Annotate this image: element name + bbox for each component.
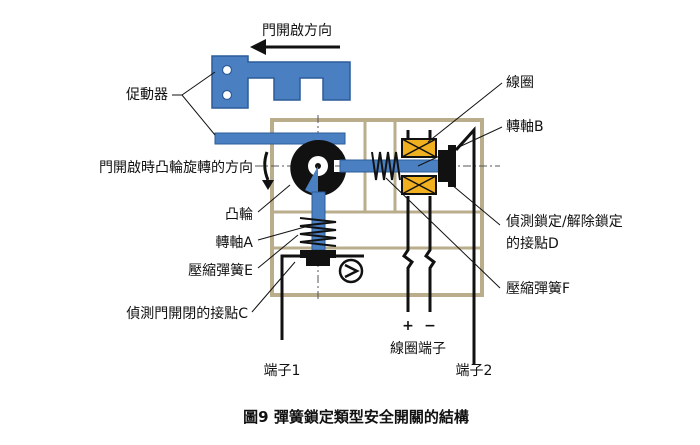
label-terminal2: 端子2 [456, 363, 493, 379]
label-terminal1: 端子1 [264, 363, 301, 379]
label-cam: 凸輪 [225, 206, 253, 223]
label-coil: 線圈 [506, 75, 534, 91]
switch-housing [270, 118, 484, 297]
cam [290, 139, 346, 196]
label-minus: − [424, 318, 436, 334]
door-direction-arrow [250, 39, 340, 55]
label-contact-c: 偵測門開閉的接點C [126, 305, 248, 322]
coil [401, 138, 437, 195]
label-spring-f: 壓縮彈簧F [506, 281, 570, 297]
actuator [211, 55, 351, 109]
label-actuator: 促動器 [126, 87, 168, 103]
actuator-bar [214, 132, 346, 145]
label-shaft-a: 轉軸A [215, 235, 253, 251]
rotation-symbol [338, 258, 364, 284]
label-plus: + [402, 318, 414, 334]
label-spring-e: 壓縮彈簧E [188, 263, 253, 279]
figure-caption: 圖9 彈簧鎖定類型安全開關的結構 [243, 408, 469, 426]
spring-e [299, 217, 337, 247]
contact-d [438, 145, 456, 187]
label-coil-terminal: 線圈端子 [390, 341, 446, 357]
label-shaft-b: 轉軸B [506, 119, 544, 135]
cam-rotation-arrow [263, 151, 270, 181]
label-cam-rotation: 門開啟時凸輪旋轉的方向 [99, 159, 253, 176]
label-contact-d-line1: 偵測鎖定/解除鎖定 [506, 214, 623, 230]
contact-c [300, 250, 336, 266]
label-contact-d-line2: 的接點D [506, 235, 559, 252]
pointer-lines [172, 71, 503, 313]
wiring [280, 126, 476, 365]
label-door-direction: 門開啟方向 [262, 23, 332, 39]
spring-f [371, 151, 401, 181]
